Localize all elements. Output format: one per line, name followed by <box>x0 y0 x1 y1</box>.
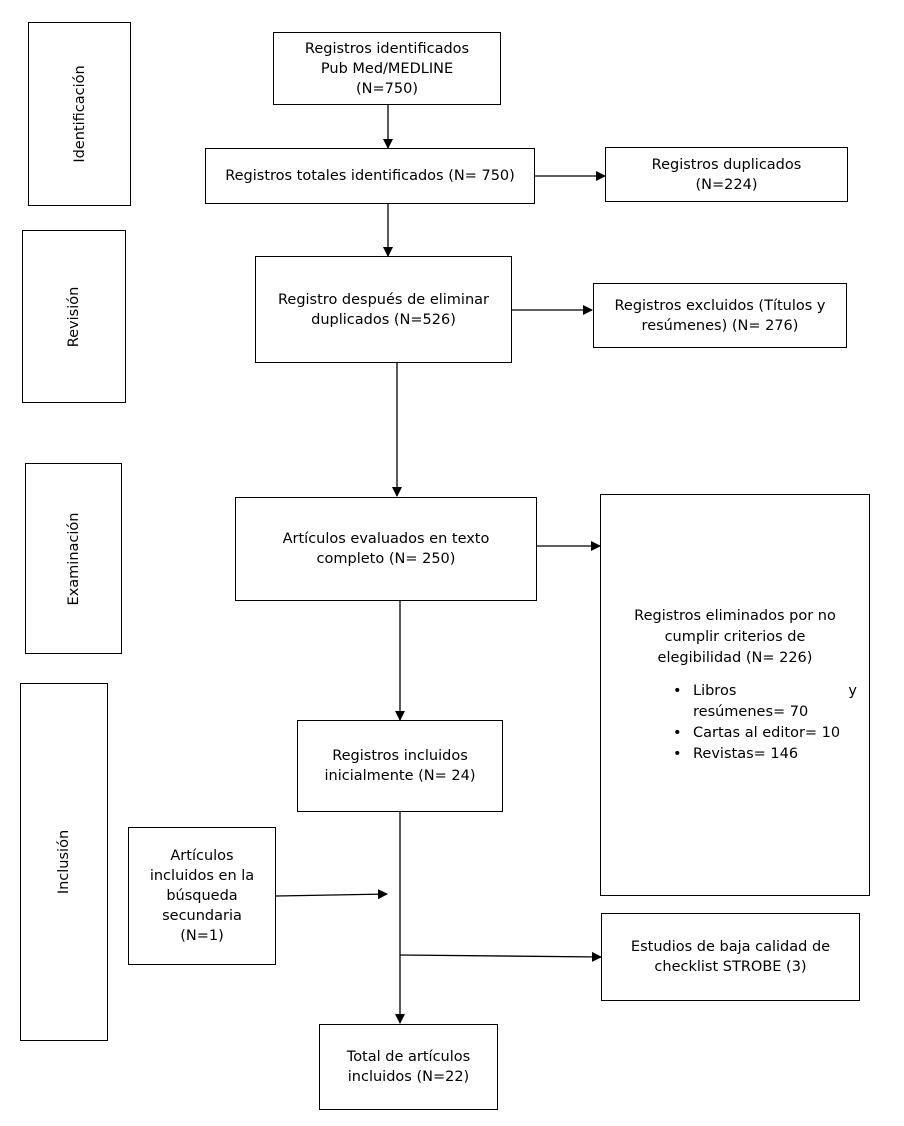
list-item: Revistas= 146 <box>673 744 857 765</box>
stage-revision: Revisión <box>22 230 126 403</box>
box-eligibility-excluded: Registros eliminados por no cumplir crit… <box>600 494 870 896</box>
box-duplicates: Registros duplicados (N=224) <box>605 147 848 202</box>
list-item: Libros y resúmenes= 70 <box>673 681 857 723</box>
box-excluded-titles: Registros excluidos (Títulos y resúmenes… <box>593 283 847 348</box>
box-low-quality: Estudios de baja calidad de checklist ST… <box>601 913 860 1001</box>
stage-inclusion: Inclusión <box>20 683 108 1041</box>
eligibility-heading: Registros eliminados por no cumplir crit… <box>634 608 836 666</box>
box-records-identified-db: Registros identificados Pub Med/MEDLINE … <box>273 32 501 105</box>
stage-identificacion: Identificación <box>28 22 131 206</box>
arrow-main-to-lowquality <box>399 951 602 962</box>
box-secondary-search: Artículos incluidos en la búsqueda secun… <box>128 827 276 965</box>
box-after-dedup: Registro después de eliminar duplicados … <box>255 256 512 363</box>
arrow-secondary-to-main <box>275 889 388 900</box>
box-total-included: Total de artículos incluidos (N=22) <box>319 1024 498 1110</box>
box-total-identified: Registros totales identificados (N= 750) <box>205 148 535 204</box>
box-full-text: Artículos evaluados en texto completo (N… <box>235 497 537 601</box>
eligibility-list: Libros y resúmenes= 70 Cartas al editor=… <box>673 681 857 765</box>
box-initially-included: Registros incluidos inicialmente (N= 24) <box>297 720 503 812</box>
list-item: Cartas al editor= 10 <box>673 723 857 744</box>
stage-examinacion: Examinación <box>25 463 122 654</box>
